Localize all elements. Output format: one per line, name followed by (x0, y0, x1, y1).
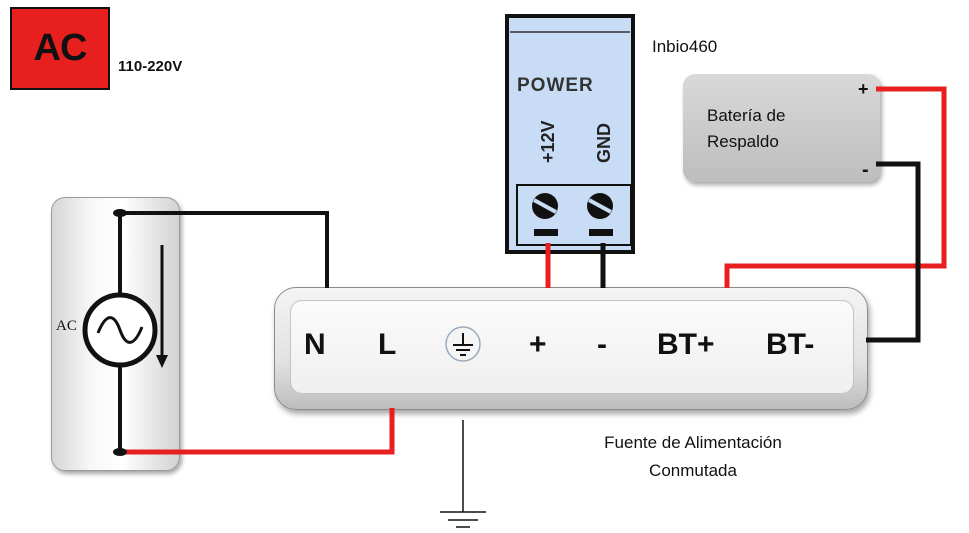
pin-bar-12v (534, 229, 558, 236)
screw-icon (587, 193, 613, 219)
terminal-bt-minus: BT- (766, 328, 815, 361)
module-name: Inbio460 (652, 37, 718, 56)
psu-label-line2: Conmutada (649, 461, 737, 480)
wire-line (120, 408, 395, 455)
ac-badge: AC (10, 7, 110, 90)
battery-minus-sign: - (862, 159, 869, 181)
battery-plus-sign: + (858, 79, 869, 99)
wire-neutral (120, 211, 329, 288)
power-supply-terminal-strip (290, 300, 854, 394)
terminal-minus: - (597, 328, 607, 361)
battery-label: Batería de Respaldo (707, 103, 785, 155)
ac-source-label: AC (56, 318, 77, 334)
battery-label-line2: Respaldo (707, 132, 779, 151)
terminal-bt-plus: BT+ (657, 328, 715, 361)
battery-label-line1: Batería de (707, 106, 786, 125)
power-supply-label: Fuente de Alimentación Conmutada (548, 429, 838, 485)
ac-terminal-top (113, 209, 127, 217)
wire-battery-minus (866, 161, 921, 343)
terminal-n: N (304, 328, 326, 361)
ac-voltage-label: 110-220V (118, 58, 183, 75)
terminal-l: L (378, 328, 397, 361)
screw-icon (532, 193, 558, 219)
earth-ground-icon (440, 420, 486, 528)
psu-label-line1: Fuente de Alimentación (604, 433, 782, 452)
terminal-plus: + (529, 328, 547, 361)
ground-icon (445, 326, 481, 362)
wire-battery-plus (724, 86, 947, 288)
ac-terminal-bottom (113, 448, 127, 456)
ac-source-icon (82, 245, 168, 368)
module-power-header: POWER (517, 75, 594, 96)
ac-badge-label: AC (33, 27, 88, 69)
pin-bar-gnd (589, 229, 613, 236)
ac-source-block (51, 197, 180, 471)
backup-battery (683, 74, 880, 182)
